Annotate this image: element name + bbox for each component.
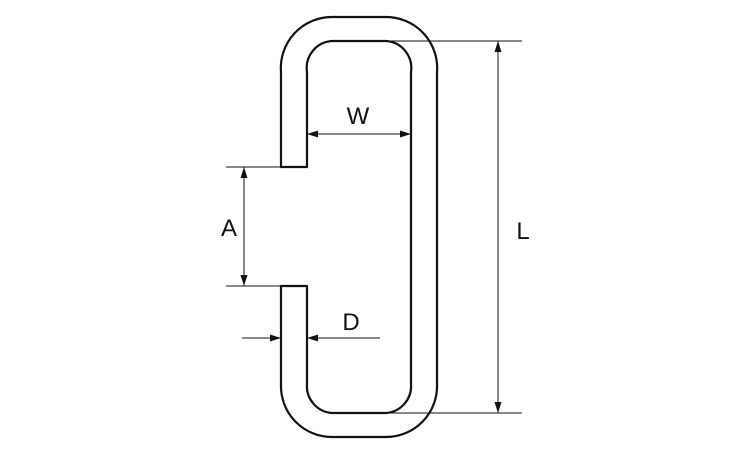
diameter-arrow-right	[307, 334, 318, 342]
length-dimension: L	[370, 40, 530, 414]
width-arrow-right	[400, 130, 411, 138]
length-arrow-bottom	[494, 402, 502, 413]
gap-arrow-top	[240, 167, 248, 178]
width-label: W	[347, 103, 370, 130]
gap-label: A	[221, 215, 237, 242]
gap-arrow-bottom	[240, 275, 248, 286]
width-dimension: W	[307, 103, 411, 138]
length-arrow-top	[494, 41, 502, 52]
diameter-dimension: D	[242, 309, 380, 342]
diameter-label: D	[342, 309, 359, 336]
hook-outline	[279, 15, 439, 439]
width-arrow-left	[307, 130, 318, 138]
gap-dimension: A	[221, 166, 281, 287]
length-label: L	[516, 218, 529, 245]
diameter-arrow-left	[270, 334, 281, 342]
